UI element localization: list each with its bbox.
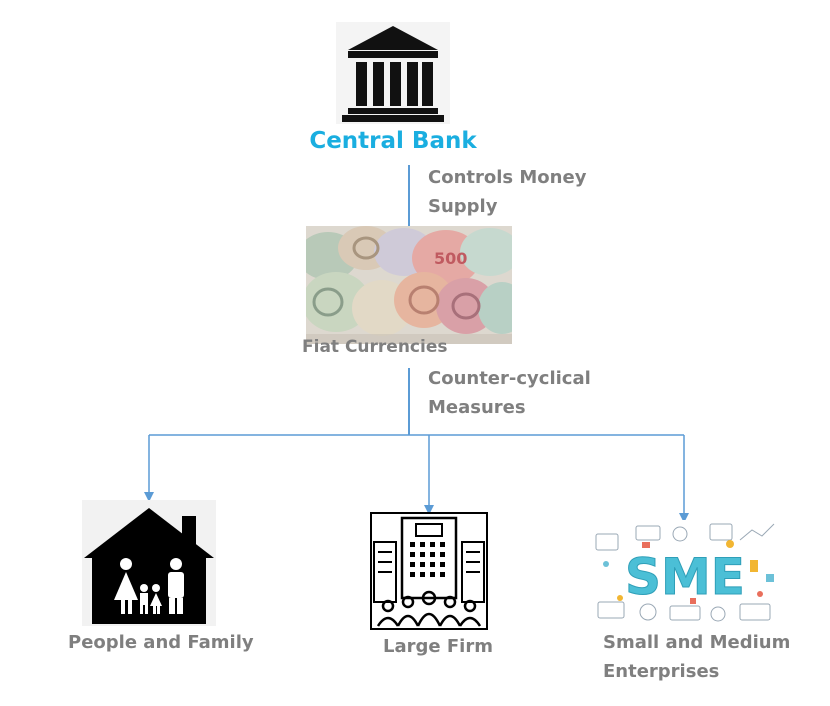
sme-label-line-2: Enterprises [603,661,720,682]
fiat-currencies-label: Fiat Currencies [302,337,448,357]
office-building-icon [370,512,488,630]
small-and-medium-enterprises-label: Small and Medium Enterprises [603,628,790,686]
sme-illustration-icon: SME [590,520,780,630]
banknote-denomination: 500 [434,249,467,268]
sme-badge: SME [625,548,745,606]
controls-money-supply-label: Controls Money Supply [428,163,586,221]
family-house-icon [82,500,216,626]
people-and-family-label: People and Family [68,632,254,653]
banknotes-photo: 500 [306,226,512,344]
controls-money-supply-line-2: Supply [428,196,498,217]
counter-cyclical-line-1: Counter-cyclical [428,368,591,389]
bank-building-icon [336,22,450,124]
controls-money-supply-line-1: Controls Money [428,167,587,188]
counter-cyclical-measures-label: Counter-cyclical Measures [428,364,591,422]
central-bank-title: Central Bank [309,128,477,154]
counter-cyclical-line-2: Measures [428,397,526,418]
large-firm-label: Large Firm [383,636,493,657]
sme-label-line-1: Small and Medium [603,632,791,653]
